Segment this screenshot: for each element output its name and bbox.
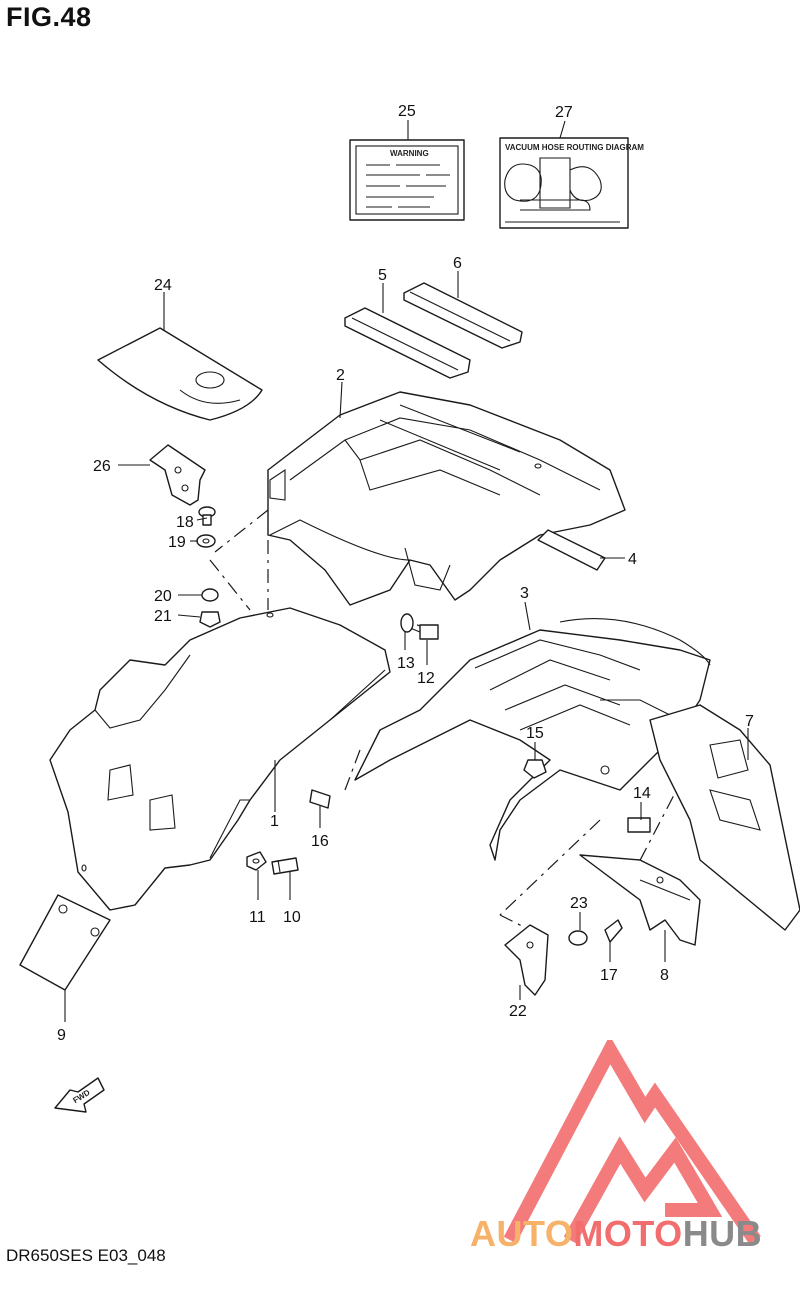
callout-6: 6 — [453, 255, 462, 272]
callout-4: 4 — [628, 551, 637, 568]
part-20-grommet — [201, 588, 219, 602]
callout-numbers: 25 27 24 5 6 2 26 18 19 4 20 21 3 13 12 … — [57, 103, 754, 1044]
part-17-screw — [604, 919, 623, 943]
leader-lines — [64, 120, 749, 1022]
callout-14: 14 — [633, 785, 651, 802]
callout-25: 25 — [398, 103, 416, 120]
part-15-nut — [523, 759, 547, 779]
callout-27: 27 — [555, 104, 573, 121]
part-14-bolt — [627, 817, 651, 833]
callout-17: 17 — [600, 967, 618, 984]
callout-2: 2 — [336, 367, 345, 384]
watermark-moto: MOTO — [573, 1213, 683, 1254]
callout-19: 19 — [168, 534, 186, 551]
figure-title: FIG.48 — [6, 2, 92, 32]
callout-11: 11 — [249, 909, 266, 926]
fwd-arrow-icon: FWD — [54, 1077, 105, 1113]
part-19-washer — [196, 534, 216, 548]
part-18-bolt — [198, 506, 216, 526]
callout-18: 18 — [176, 514, 194, 531]
part-13-washer — [400, 613, 414, 633]
callout-1: 1 — [270, 813, 279, 830]
callout-12: 12 — [417, 670, 435, 687]
part-21-nut — [199, 611, 221, 628]
callout-8: 8 — [660, 967, 669, 984]
part-22-latch — [504, 924, 549, 996]
part-25-warning-label: WARNING — [349, 139, 465, 221]
part-2-rear-cover — [267, 391, 626, 606]
callout-20: 20 — [154, 588, 172, 605]
svg-text:WARNING: WARNING — [390, 149, 429, 158]
callout-13: 13 — [397, 655, 415, 672]
part-6-strip — [403, 282, 523, 349]
part-5-strip — [344, 307, 471, 379]
watermark-auto: AUTO — [470, 1213, 574, 1254]
part-4-strip — [537, 529, 606, 571]
callout-5: 5 — [378, 267, 387, 284]
callout-26: 26 — [93, 458, 111, 475]
callout-15: 15 — [526, 725, 544, 742]
callout-21: 21 — [154, 608, 172, 625]
svg-text:VACUUM HOSE ROUTING DIAGRAM: VACUUM HOSE ROUTING DIAGRAM — [505, 143, 644, 152]
callout-10: 10 — [283, 909, 301, 926]
part-3-carrier — [354, 618, 711, 861]
part-16-bolt — [309, 789, 331, 809]
part-23-bolt — [568, 930, 588, 946]
watermark-logo-icon — [503, 1040, 761, 1244]
part-7-side-cover — [649, 704, 800, 931]
callout-23: 23 — [570, 895, 588, 912]
callout-22: 22 — [509, 1003, 527, 1020]
part-24-pad — [97, 327, 263, 421]
part-11-nut — [246, 851, 267, 871]
part-12-bolt — [409, 624, 439, 640]
diagram-code: DR650SES E03_048 — [6, 1246, 166, 1265]
callout-9: 9 — [57, 1027, 66, 1044]
watermark-text: AUTOMOTOHUB — [470, 1213, 762, 1255]
part-8-bracket — [579, 854, 701, 946]
watermark-hub: HUB — [682, 1213, 763, 1254]
part-27-vacuum-hose-label: VACUUM HOSE ROUTING DIAGRAM — [499, 137, 644, 229]
part-10-bolt — [271, 857, 299, 875]
part-26-bracket — [149, 444, 206, 506]
part-1-rear-fender — [49, 607, 391, 911]
callout-16: 16 — [311, 833, 329, 850]
callout-3: 3 — [520, 585, 529, 602]
callout-24: 24 — [154, 277, 172, 294]
part-9-mud-flap — [19, 894, 111, 991]
callout-7: 7 — [745, 713, 754, 730]
